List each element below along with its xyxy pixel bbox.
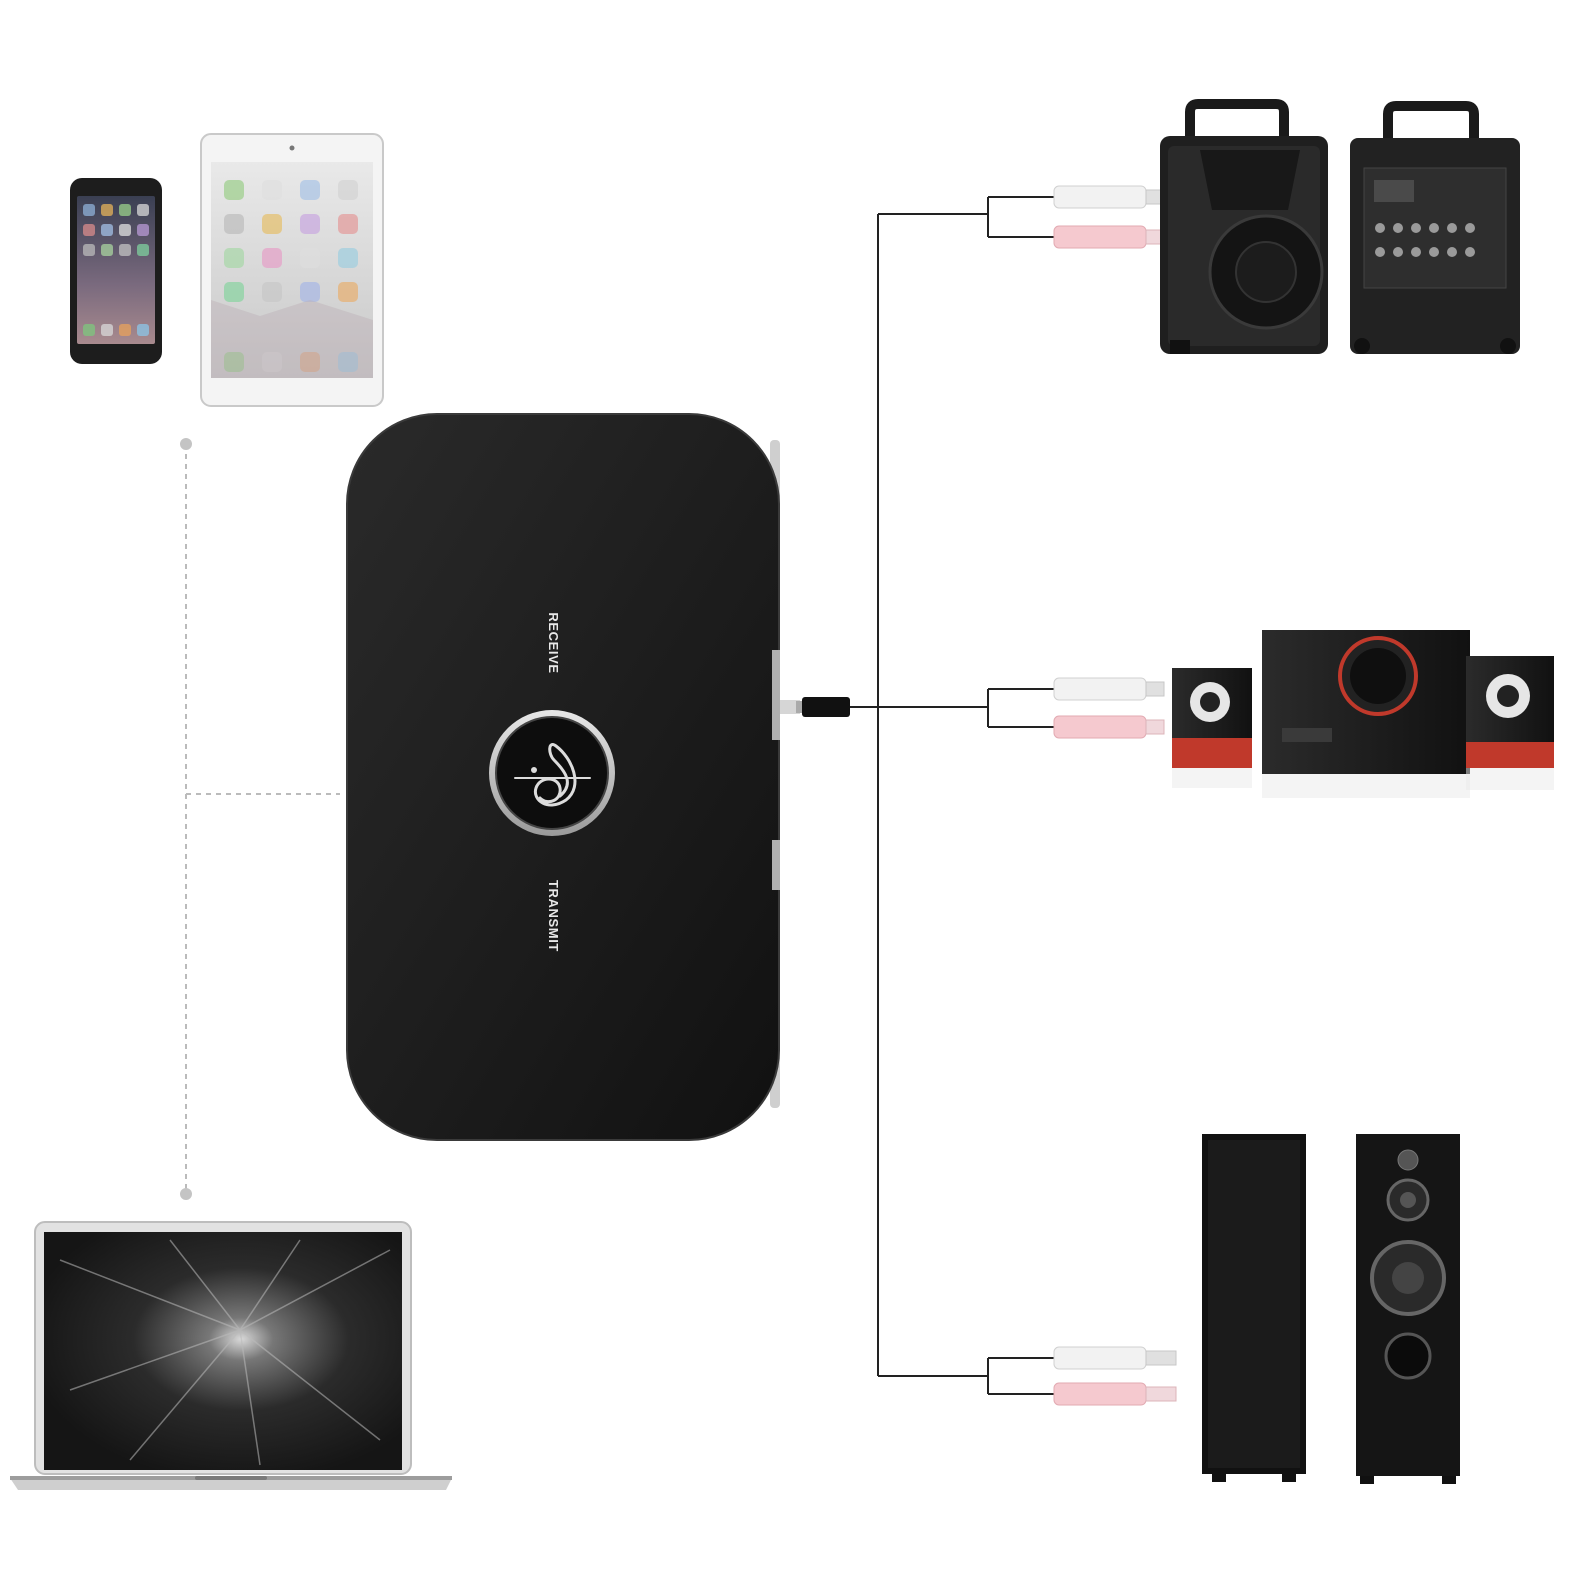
output-floor-standing-speakers xyxy=(1202,1134,1460,1484)
output-connector xyxy=(877,196,1054,1395)
source-smartphone xyxy=(70,178,162,364)
output-pa-speakers xyxy=(1160,99,1520,354)
bluetooth-adapter: RECEIVE TRANSMIT xyxy=(346,413,780,1141)
tablet-icon xyxy=(211,180,373,378)
pa-speaker-icon xyxy=(1160,99,1328,354)
transmit-label-group: TRANSMIT xyxy=(546,880,561,952)
receive-label-group: RECEIVE xyxy=(546,612,561,673)
subwoofer-speaker-icon xyxy=(1172,630,1554,798)
source-laptop xyxy=(10,1221,452,1490)
connector-dot-bottom xyxy=(180,1188,192,1200)
rca-plugs-2 xyxy=(1053,677,1165,739)
transmit-label: TRANSMIT xyxy=(546,880,561,952)
rca-plugs-3 xyxy=(1053,1346,1177,1406)
source-connector xyxy=(185,444,340,1194)
mode-button[interactable] xyxy=(489,710,615,836)
connector-dot-top xyxy=(180,438,192,450)
source-tablet xyxy=(200,133,384,407)
rca-plugs-1 xyxy=(1053,185,1165,249)
phone-screen xyxy=(77,196,155,344)
receive-label: RECEIVE xyxy=(546,612,561,673)
tower-speaker-icon xyxy=(1202,1134,1460,1484)
laptop-icon xyxy=(59,1239,391,1466)
pa-speaker-back-icon xyxy=(1350,101,1520,354)
aux-jack-cable xyxy=(780,697,878,717)
output-desktop-speaker-system xyxy=(1172,630,1554,798)
phone-icon xyxy=(83,204,149,336)
treble-clef-icon xyxy=(514,743,591,807)
